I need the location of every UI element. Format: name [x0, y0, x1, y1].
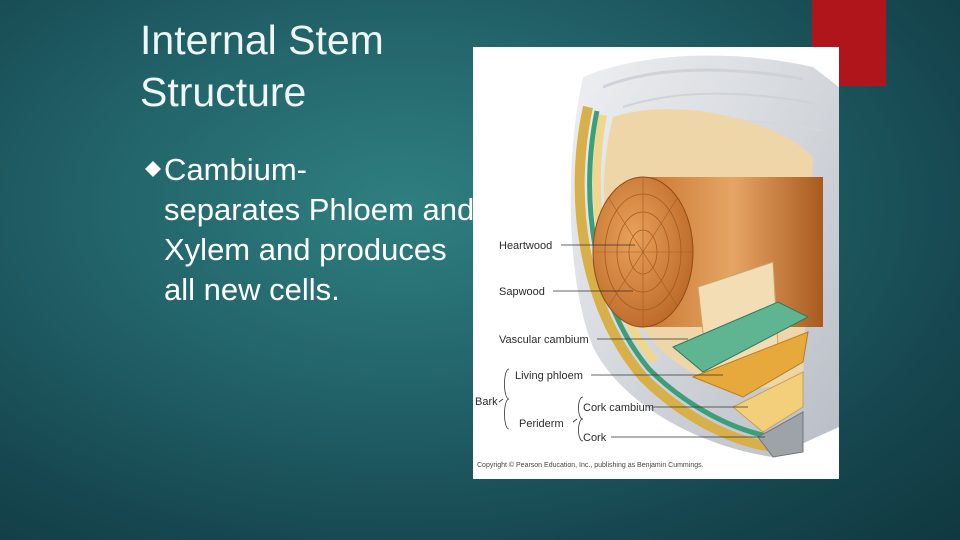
- bullet-lead-text: Cambium-: [164, 152, 307, 187]
- stem-illustration: Heartwood Sapwood Vascular cambium Livin…: [475, 55, 839, 469]
- label-periderm: Periderm: [519, 418, 564, 430]
- copyright-text: Copyright © Pearson Education, Inc., pub…: [477, 461, 704, 469]
- label-living-phloem: Living phloem: [515, 370, 583, 382]
- label-heartwood: Heartwood: [499, 240, 552, 252]
- label-cork: Cork: [583, 432, 607, 444]
- heartwood-core: [592, 176, 823, 328]
- periderm-bracket: [572, 396, 584, 442]
- bullet-item: Cambium- separates Phloem and Xylem and …: [142, 150, 482, 310]
- slide-title: Internal Stem Structure: [140, 17, 384, 115]
- diamond-bullet-icon: [145, 161, 161, 177]
- leader-lines: [553, 244, 765, 438]
- label-sapwood: Sapwood: [499, 286, 545, 298]
- label-cork-cambium: Cork cambium: [583, 402, 654, 414]
- layer-wedges: [672, 261, 810, 458]
- stem-cross-section-diagram: Heartwood Sapwood Vascular cambium Livin…: [473, 47, 839, 479]
- bullet-body-text: separates Phloem and Xylem and produces …: [164, 192, 475, 307]
- label-vascular-cambium: Vascular cambium: [499, 334, 589, 346]
- label-bark: Bark: [475, 396, 498, 408]
- bark-bracket: [498, 368, 510, 430]
